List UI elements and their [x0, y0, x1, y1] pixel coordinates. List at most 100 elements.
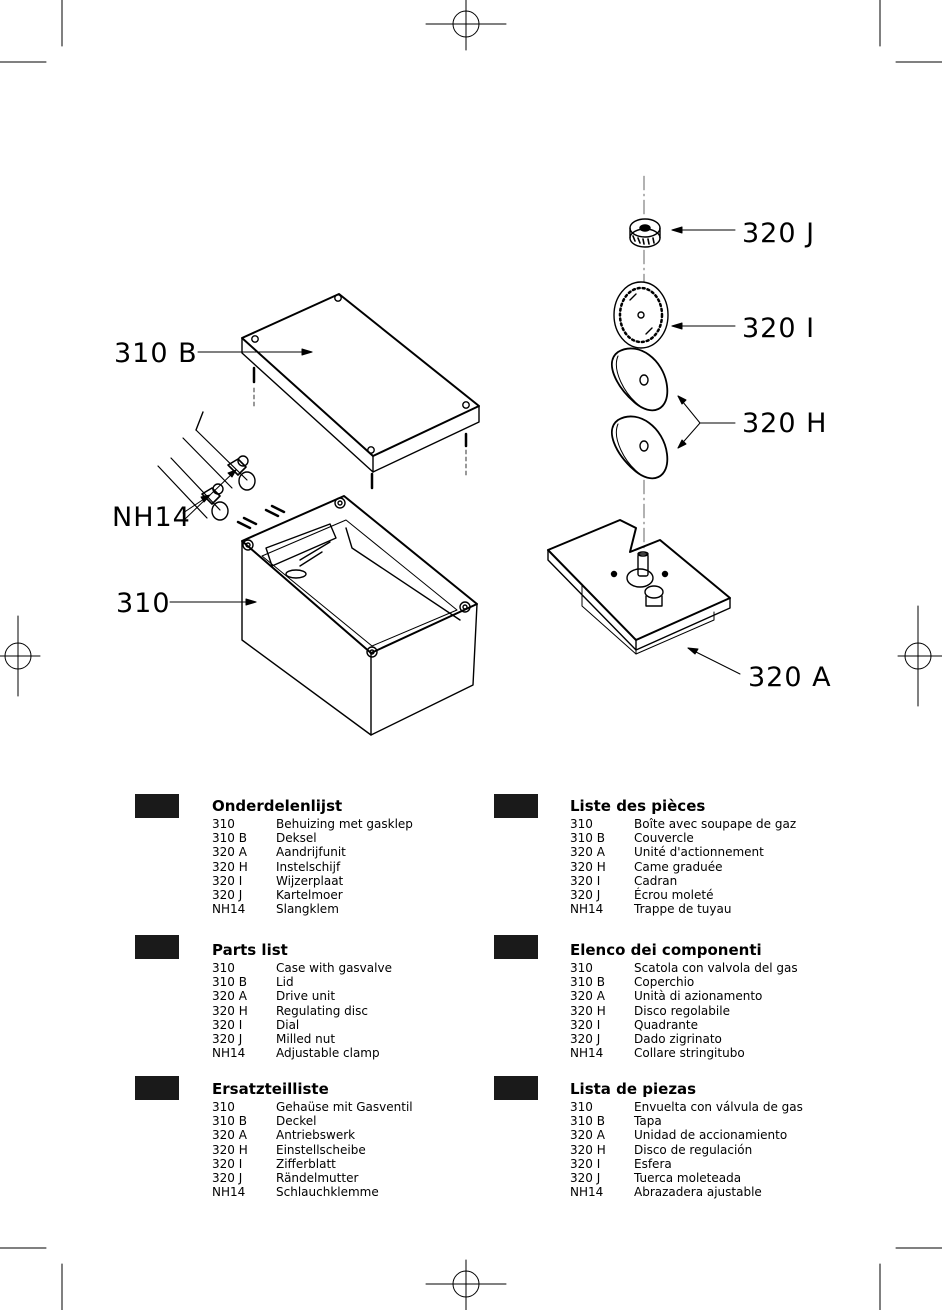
- section-title: Liste des pièces: [570, 797, 706, 815]
- part-code: 320 A: [570, 845, 605, 860]
- part-code: 320 J: [212, 1032, 243, 1047]
- registration-mark-bottom: [425, 1259, 507, 1310]
- callout-320i: 320 I: [742, 313, 816, 344]
- part-name: Tapa: [634, 1114, 662, 1129]
- part-name: Boîte avec soupape de gaz: [634, 817, 797, 831]
- part-code: 310 B: [212, 831, 247, 846]
- part-name: Instelschijf: [276, 859, 341, 874]
- part-name: Unité d'actionnement: [634, 845, 764, 860]
- part-code: 310: [570, 961, 593, 975]
- part-code: NH14: [570, 1185, 604, 1200]
- part-code: NH14: [212, 1046, 246, 1061]
- callout-320a: 320 A: [748, 662, 832, 693]
- part-code: 320 H: [212, 859, 248, 874]
- part-name: Aandrijfunit: [276, 845, 346, 860]
- part-name: Dial: [276, 1017, 300, 1032]
- part-code: 320 I: [570, 1156, 601, 1171]
- section-title: Ersatzteilliste: [212, 1080, 329, 1098]
- flag-block-dutch: [135, 794, 179, 818]
- registration-mark-right: [897, 605, 942, 707]
- flag-block-german: [135, 1076, 179, 1100]
- part-name: Cadran: [634, 873, 678, 888]
- part-row: 320 H Instelschijf: [212, 860, 452, 874]
- part-name: Kartelmoer: [276, 888, 343, 903]
- callout-nh14: NH14: [112, 502, 191, 533]
- flag-block-italian: [494, 935, 538, 959]
- part-name: Milled nut: [276, 1032, 336, 1047]
- part-code: 320 I: [212, 873, 243, 888]
- part-name: Couvercle: [634, 831, 694, 846]
- hose-clamps-drawing: [157, 411, 256, 521]
- part-name: Rändelmutter: [276, 1171, 359, 1186]
- part-code: 310 B: [570, 831, 605, 846]
- milled-nut-part-drawing: [629, 218, 661, 248]
- part-name: Gehaüse mit Gasventil: [276, 1100, 413, 1114]
- case-part-drawing: [236, 495, 478, 736]
- part-row: 320 J Milled nut: [212, 1032, 452, 1046]
- part-code: 320 J: [212, 1171, 243, 1186]
- regulating-discs-drawing: [611, 347, 669, 480]
- part-name: Envuelta con válvula de gas: [634, 1100, 803, 1114]
- lid-part-drawing: [241, 293, 480, 490]
- part-row: 320 I Cadran: [570, 874, 810, 888]
- part-row: 310 B Coperchio: [570, 975, 810, 989]
- part-name: Collare stringitubo: [634, 1046, 745, 1061]
- part-code: 320 H: [570, 1003, 606, 1018]
- part-code: 320 J: [570, 888, 601, 903]
- drive-unit-part-drawing: [547, 519, 731, 655]
- part-code: 320 I: [570, 1017, 601, 1032]
- part-code: 310 B: [570, 975, 605, 990]
- part-name: Drive unit: [276, 989, 336, 1004]
- part-code: 320 J: [570, 1032, 601, 1047]
- part-row: 310 B Couvercle: [570, 831, 810, 845]
- part-code: 320 A: [212, 1128, 247, 1143]
- registration-mark-top: [425, 0, 507, 51]
- registration-mark-left: [0, 615, 41, 697]
- part-code: 310 B: [570, 1114, 605, 1129]
- part-name: Lid: [276, 975, 294, 990]
- part-name: Wijzerplaat: [276, 873, 344, 888]
- part-code: 310: [212, 817, 235, 831]
- part-code: NH14: [570, 902, 604, 917]
- part-name: Trappe de tuyau: [634, 902, 732, 917]
- part-name: Esfera: [634, 1156, 672, 1171]
- leader-lines: [169, 226, 741, 675]
- section-title: Lista de piezas: [570, 1080, 697, 1098]
- part-name: Schlauchklemme: [276, 1185, 379, 1200]
- part-code: 320 H: [212, 1142, 248, 1157]
- part-code: 320 I: [212, 1017, 243, 1032]
- part-name: Came graduée: [634, 859, 723, 874]
- part-name: Unidad de accionamiento: [634, 1128, 788, 1143]
- part-name: Coperchio: [634, 975, 695, 990]
- part-name: Deckel: [276, 1114, 317, 1129]
- part-code: 320 A: [570, 989, 605, 1004]
- part-code: 320 I: [570, 873, 601, 888]
- part-name: Abrazadera ajustable: [634, 1185, 762, 1200]
- callout-310b: 310 B: [114, 338, 198, 369]
